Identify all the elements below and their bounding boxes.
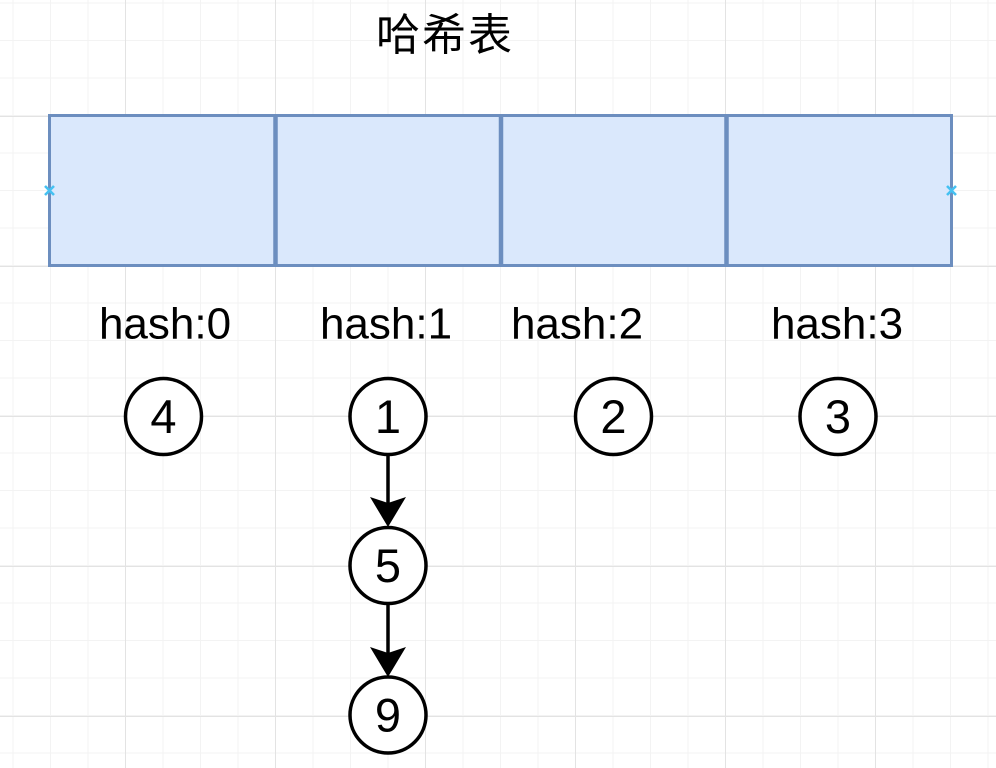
node-value: 5 — [375, 539, 401, 592]
node-2[interactable]: 2 — [573, 376, 654, 457]
node-4[interactable]: 4 — [123, 376, 204, 457]
node-circle — [348, 376, 428, 457]
arrowhead-icon — [370, 497, 406, 527]
bucket-label-hash1[interactable]: hash:1 — [320, 300, 452, 349]
arrowhead-icon — [370, 647, 406, 677]
bucket-label-hash0[interactable]: hash:0 — [99, 300, 231, 349]
node-value: 1 — [375, 390, 401, 443]
connection-point-left-icon[interactable] — [44, 185, 55, 196]
edge-5-to-9[interactable] — [370, 603, 406, 677]
node-value: 9 — [375, 689, 401, 742]
node-9[interactable]: 9 — [348, 675, 428, 755]
edge-1-to-5[interactable] — [370, 454, 406, 527]
node-circle — [348, 675, 428, 755]
node-circle — [798, 376, 878, 457]
node-value: 3 — [825, 390, 851, 443]
node-circle — [348, 525, 428, 606]
node-circle — [123, 376, 204, 457]
node-3[interactable]: 3 — [798, 376, 878, 457]
node-value: 2 — [600, 390, 626, 443]
bucket-label-hash2[interactable]: hash:2 — [511, 300, 643, 349]
connection-point-right-icon[interactable] — [946, 185, 957, 196]
hash-table-array[interactable] — [44, 114, 957, 267]
node-5[interactable]: 5 — [348, 525, 428, 606]
diagram-title[interactable]: 哈希表 — [376, 11, 514, 60]
bucket-label-hash3[interactable]: hash:3 — [771, 300, 903, 349]
node-1[interactable]: 1 — [348, 376, 428, 457]
node-value: 4 — [150, 390, 176, 443]
node-circle — [573, 376, 654, 457]
